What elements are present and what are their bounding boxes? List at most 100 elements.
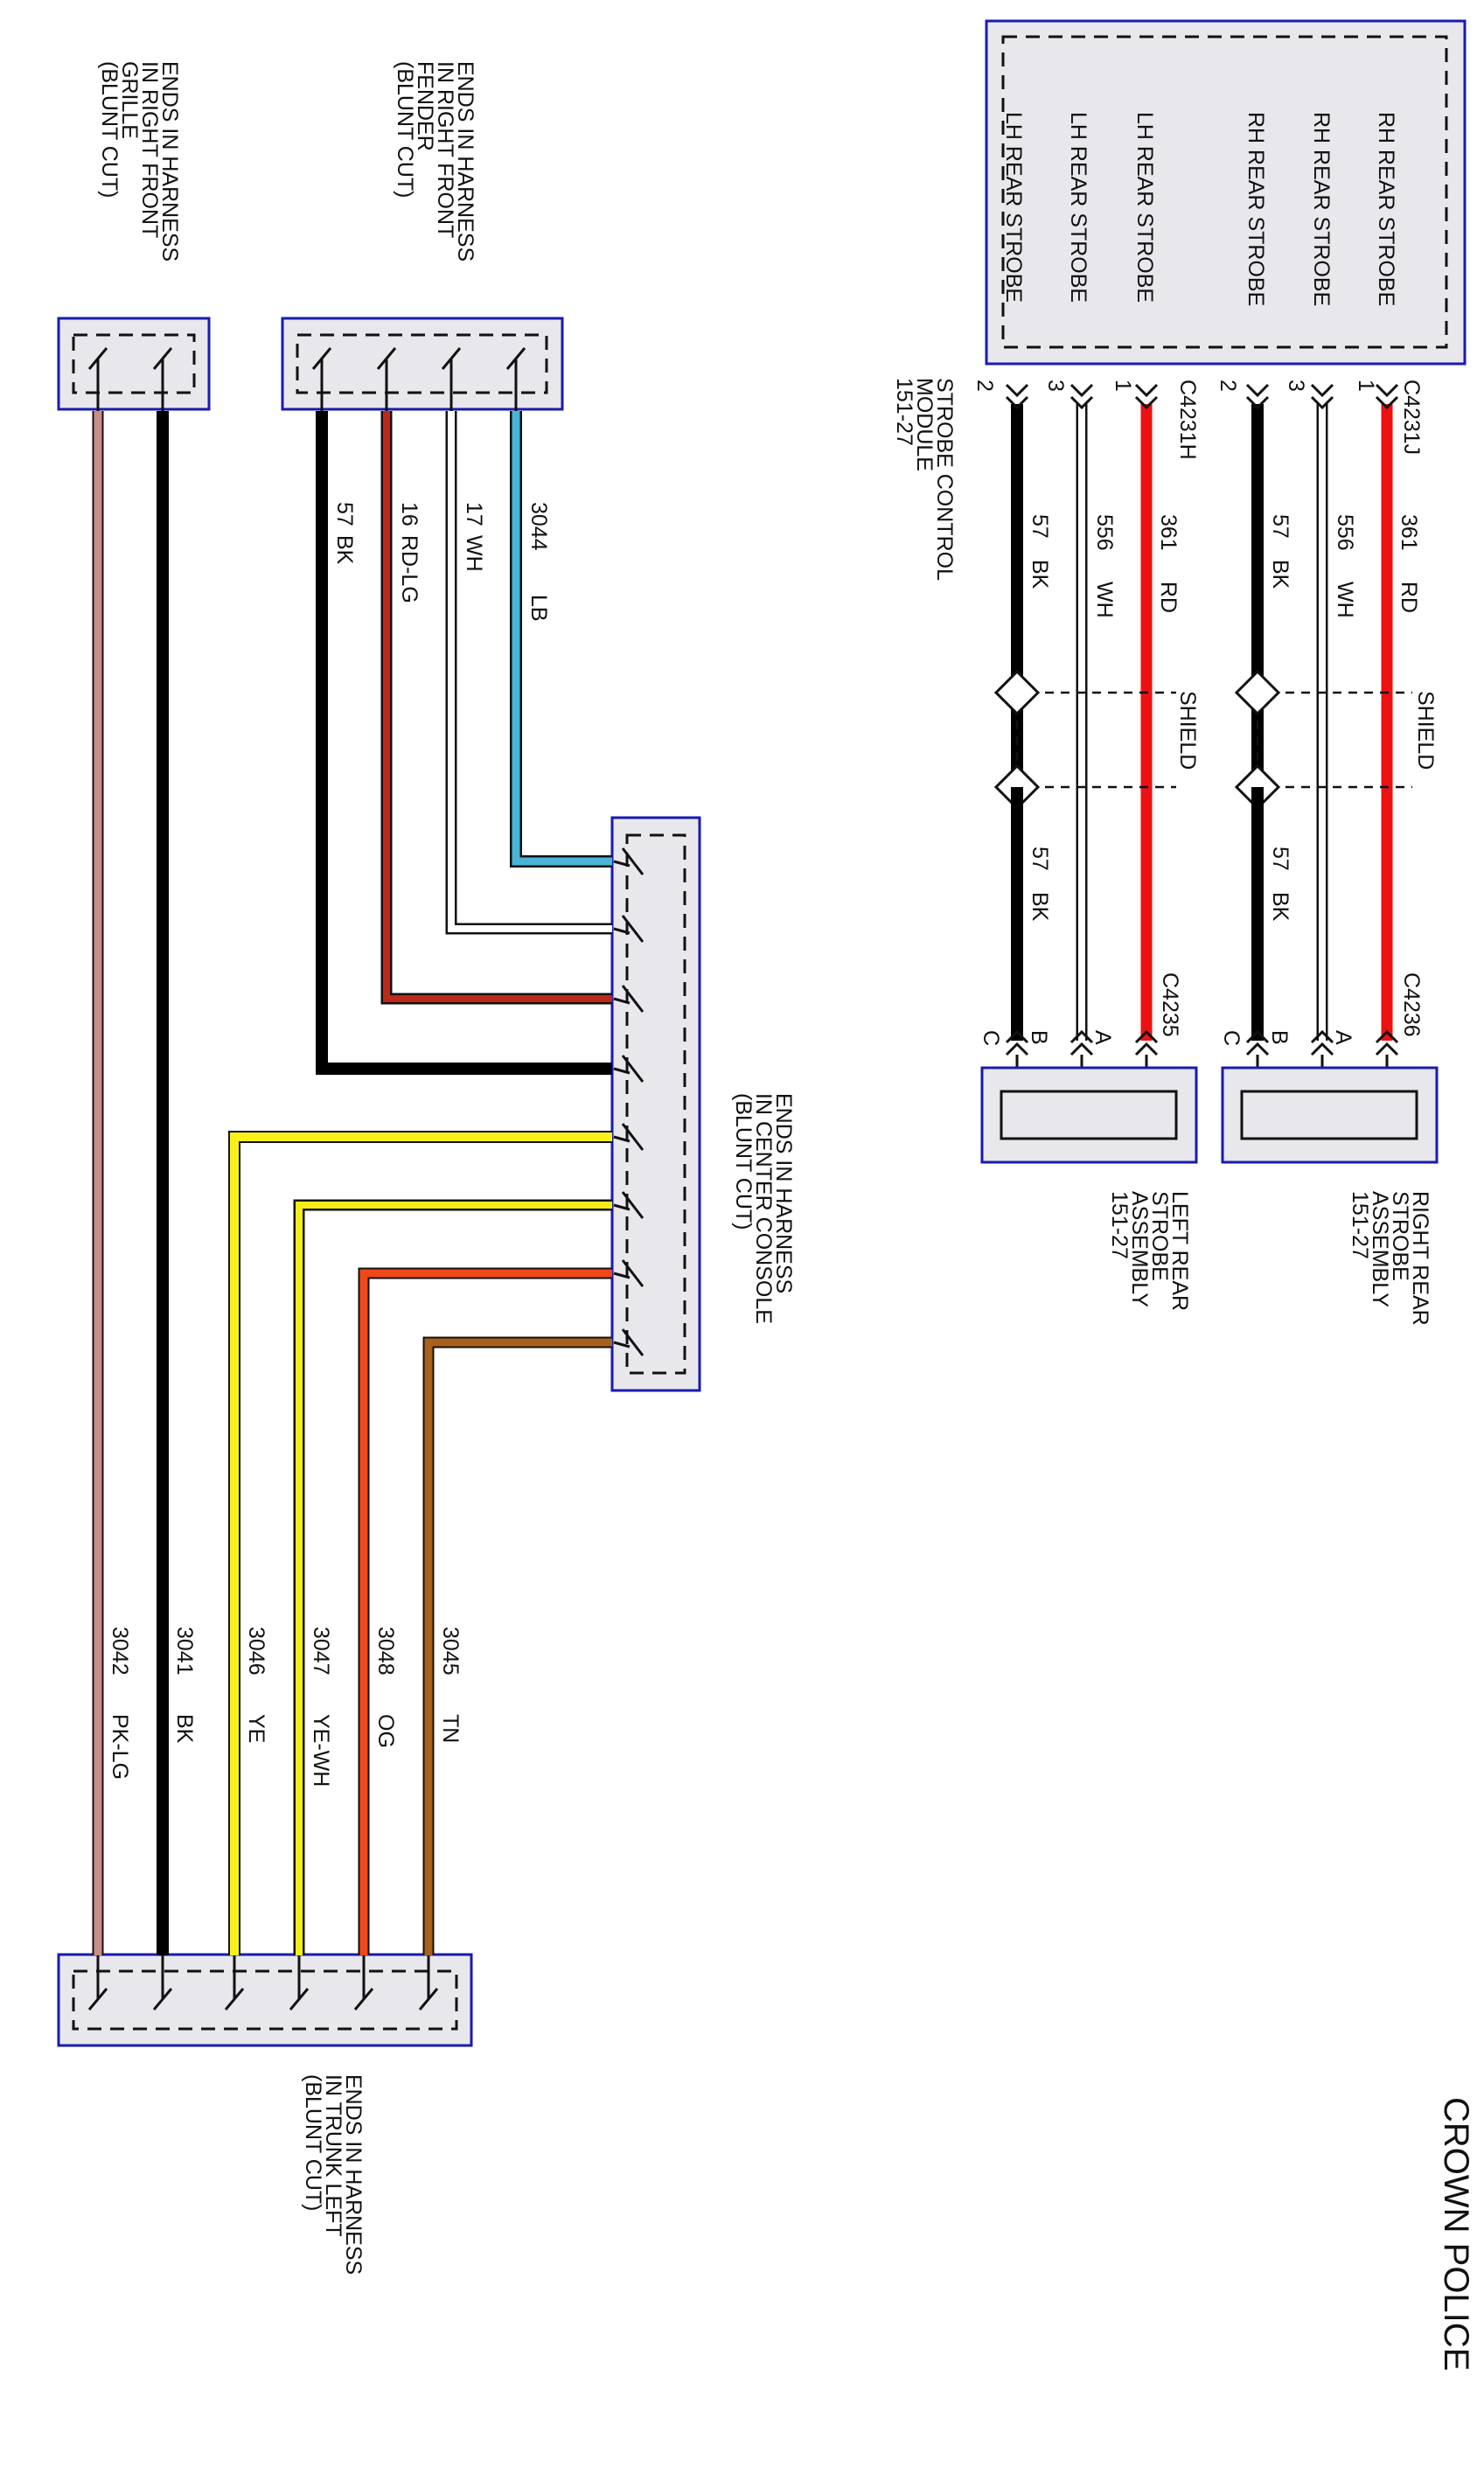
wire-color-rh-wh: WH	[1333, 582, 1357, 618]
wire-color-ye-wh: YE-WH	[309, 1714, 333, 1787]
svg-text:IN TRUNK LEFT: IN TRUNK LEFT	[321, 2074, 345, 2237]
wire-label-57-fender: 57	[332, 502, 357, 526]
svg-text:151-27: 151-27	[1107, 1191, 1132, 1259]
svg-text:(BLUNT CUT): (BLUNT CUT)	[393, 61, 417, 198]
wire-label-rh-361: 361	[1397, 514, 1421, 551]
svg-text:151-27: 151-27	[1348, 1191, 1372, 1259]
svg-text:151-27: 151-27	[892, 378, 916, 446]
svg-text:GRILLE: GRILLE	[117, 61, 142, 139]
shield-diamonds	[993, 669, 1281, 811]
connector-c4236: C4236	[1399, 972, 1424, 1037]
svg-text:ASSEMBLY: ASSEMBLY	[1127, 1191, 1152, 1307]
svg-text:STROBE CONTROL: STROBE CONTROL	[932, 378, 957, 581]
svg-text:ASSEMBLY: ASSEMBLY	[1368, 1191, 1392, 1307]
rh-pin-c: C	[1219, 1030, 1244, 1046]
wire-label-lh-57: 57	[1028, 514, 1052, 539]
wire-label-3042: 3042	[108, 1627, 132, 1676]
svg-text:STROBE: STROBE	[1147, 1191, 1172, 1281]
wire-color-bk-3041: BK	[172, 1714, 197, 1744]
trunk-connector	[57, 1953, 473, 2047]
svg-text:RIGHT REAR: RIGHT REAR	[1408, 1191, 1432, 1326]
trunk-wires	[228, 1131, 612, 1955]
svg-text:(BLUNT CUT): (BLUNT CUT)	[731, 1093, 756, 1230]
module-pin-num: 3	[1284, 380, 1308, 392]
connector-c4231h: C4231H	[1175, 380, 1200, 460]
wire-label-rh-57: 57	[1268, 514, 1292, 539]
wire-color-og: OG	[373, 1714, 398, 1748]
wire-color-wh-17: WH	[462, 535, 486, 572]
wire-color-lb: LB	[526, 595, 551, 622]
wire-color-ye: YE	[244, 1714, 268, 1743]
wire-color-lh-bk: BK	[1028, 560, 1052, 589]
strobe-module-label: STROBE CONTROL MODULE 151-27	[892, 378, 957, 581]
svg-text:IN RIGHT FRONT: IN RIGHT FRONT	[137, 61, 162, 238]
svg-text:MODULE: MODULE	[912, 378, 937, 471]
wire-label-3048: 3048	[373, 1627, 398, 1676]
rh-strobe-wires	[1251, 404, 1393, 1041]
svg-text:STROBE: STROBE	[1388, 1191, 1412, 1281]
lh-pin-c: C	[979, 1030, 1003, 1046]
svg-text:ENDS IN HARNESS: ENDS IN HARNESS	[157, 61, 182, 261]
wire-color-rh-bk: BK	[1268, 560, 1292, 589]
grille-wires	[92, 411, 169, 1955]
wire-label-lh-57b: 57	[1028, 847, 1052, 871]
module-pin-arrows	[1005, 383, 1399, 410]
svg-text:ENDS IN HARNESS: ENDS IN HARNESS	[771, 1093, 796, 1293]
svg-text:ENDS IN HARNESS: ENDS IN HARNESS	[453, 61, 477, 261]
svg-text:(BLUNT CUT): (BLUNT CUT)	[97, 61, 122, 198]
grille-connector	[57, 317, 211, 411]
connector-c4231j: C4231J	[1399, 380, 1424, 455]
wire-color-tn: TN	[438, 1714, 463, 1743]
grille-label: ENDS IN HARNESS IN RIGHT FRONT GRILLE (B…	[97, 61, 182, 261]
module-pin-label-1: RH REAR STROBE	[1374, 112, 1398, 306]
rh-pin-b: B	[1267, 1030, 1292, 1045]
right-rear-strobe-assembly: RIGHT REAR STROBE ASSEMBLY 151-27	[1221, 1066, 1439, 1326]
svg-text:LEFT REAR: LEFT REAR	[1167, 1191, 1192, 1311]
wire-color-lh-rd: RD	[1156, 582, 1181, 613]
module-pin-num: 3	[1043, 380, 1068, 392]
lh-pin-b: B	[1027, 1030, 1051, 1045]
fender-wires	[316, 411, 612, 1075]
module-pin-label-5: LH REAR STROBE	[1066, 112, 1090, 303]
wire-color-rh-bk-b: BK	[1268, 892, 1292, 922]
fender-label: ENDS IN HARNESS IN RIGHT FRONT FENDER (B…	[393, 61, 477, 261]
lh-strobe-wires	[1011, 404, 1153, 1041]
strobe-pin-arrows	[1005, 1029, 1399, 1056]
left-rear-strobe-assembly: LEFT REAR STROBE ASSEMBLY 151-27	[980, 1066, 1198, 1311]
shield-lines	[1015, 691, 1412, 789]
wire-label-rh-556: 556	[1333, 514, 1357, 551]
wire-color-rh-rd: RD	[1397, 582, 1421, 613]
rh-pin-a: A	[1331, 1030, 1355, 1045]
lh-pin-a: A	[1090, 1030, 1115, 1045]
svg-text:FENDER: FENDER	[413, 61, 437, 151]
module-pin-label-4: LH REAR STROBE	[1132, 112, 1157, 303]
fender-connector	[281, 317, 564, 411]
connector-c4235: C4235	[1158, 972, 1182, 1037]
svg-text:IN RIGHT FRONT: IN RIGHT FRONT	[433, 61, 457, 238]
svg-text:(BLUNT CUT): (BLUNT CUT)	[301, 2074, 325, 2211]
wire-label-3044: 3044	[526, 502, 551, 551]
wire-color-rd-lg: RD-LG	[397, 535, 422, 603]
wire-color-lh-bk-b: BK	[1028, 892, 1052, 922]
wire-label-16: 16	[397, 502, 422, 526]
wire-label-lh-556: 556	[1092, 514, 1117, 551]
wire-label-3047: 3047	[309, 1627, 333, 1676]
wire-label-lh-361: 361	[1156, 514, 1181, 551]
shield-label-rh: SHIELD	[1413, 691, 1438, 770]
module-pin-num: 1	[1111, 380, 1135, 392]
wire-label-rh-57b: 57	[1268, 847, 1292, 871]
svg-text:ENDS IN HARNESS: ENDS IN HARNESS	[341, 2074, 366, 2275]
wire-label-17: 17	[462, 502, 486, 526]
wire-color-bk-fender: BK	[332, 535, 357, 565]
module-pin-num: 2	[972, 380, 997, 392]
console-connector	[610, 816, 701, 1392]
svg-text:IN CENTER CONSOLE: IN CENTER CONSOLE	[751, 1093, 776, 1324]
wire-label-3041: 3041	[172, 1627, 197, 1676]
module-pin-label-6: LH REAR STROBE	[1001, 112, 1026, 303]
page-title: CROWN POLICE	[1437, 2097, 1475, 2371]
console-label: ENDS IN HARNESS IN CENTER CONSOLE (BLUNT…	[731, 1093, 796, 1324]
wire-label-3046: 3046	[244, 1627, 268, 1676]
wire-color-pk-lg: PK-LG	[108, 1714, 132, 1780]
module-pin-num: 1	[1354, 380, 1378, 392]
